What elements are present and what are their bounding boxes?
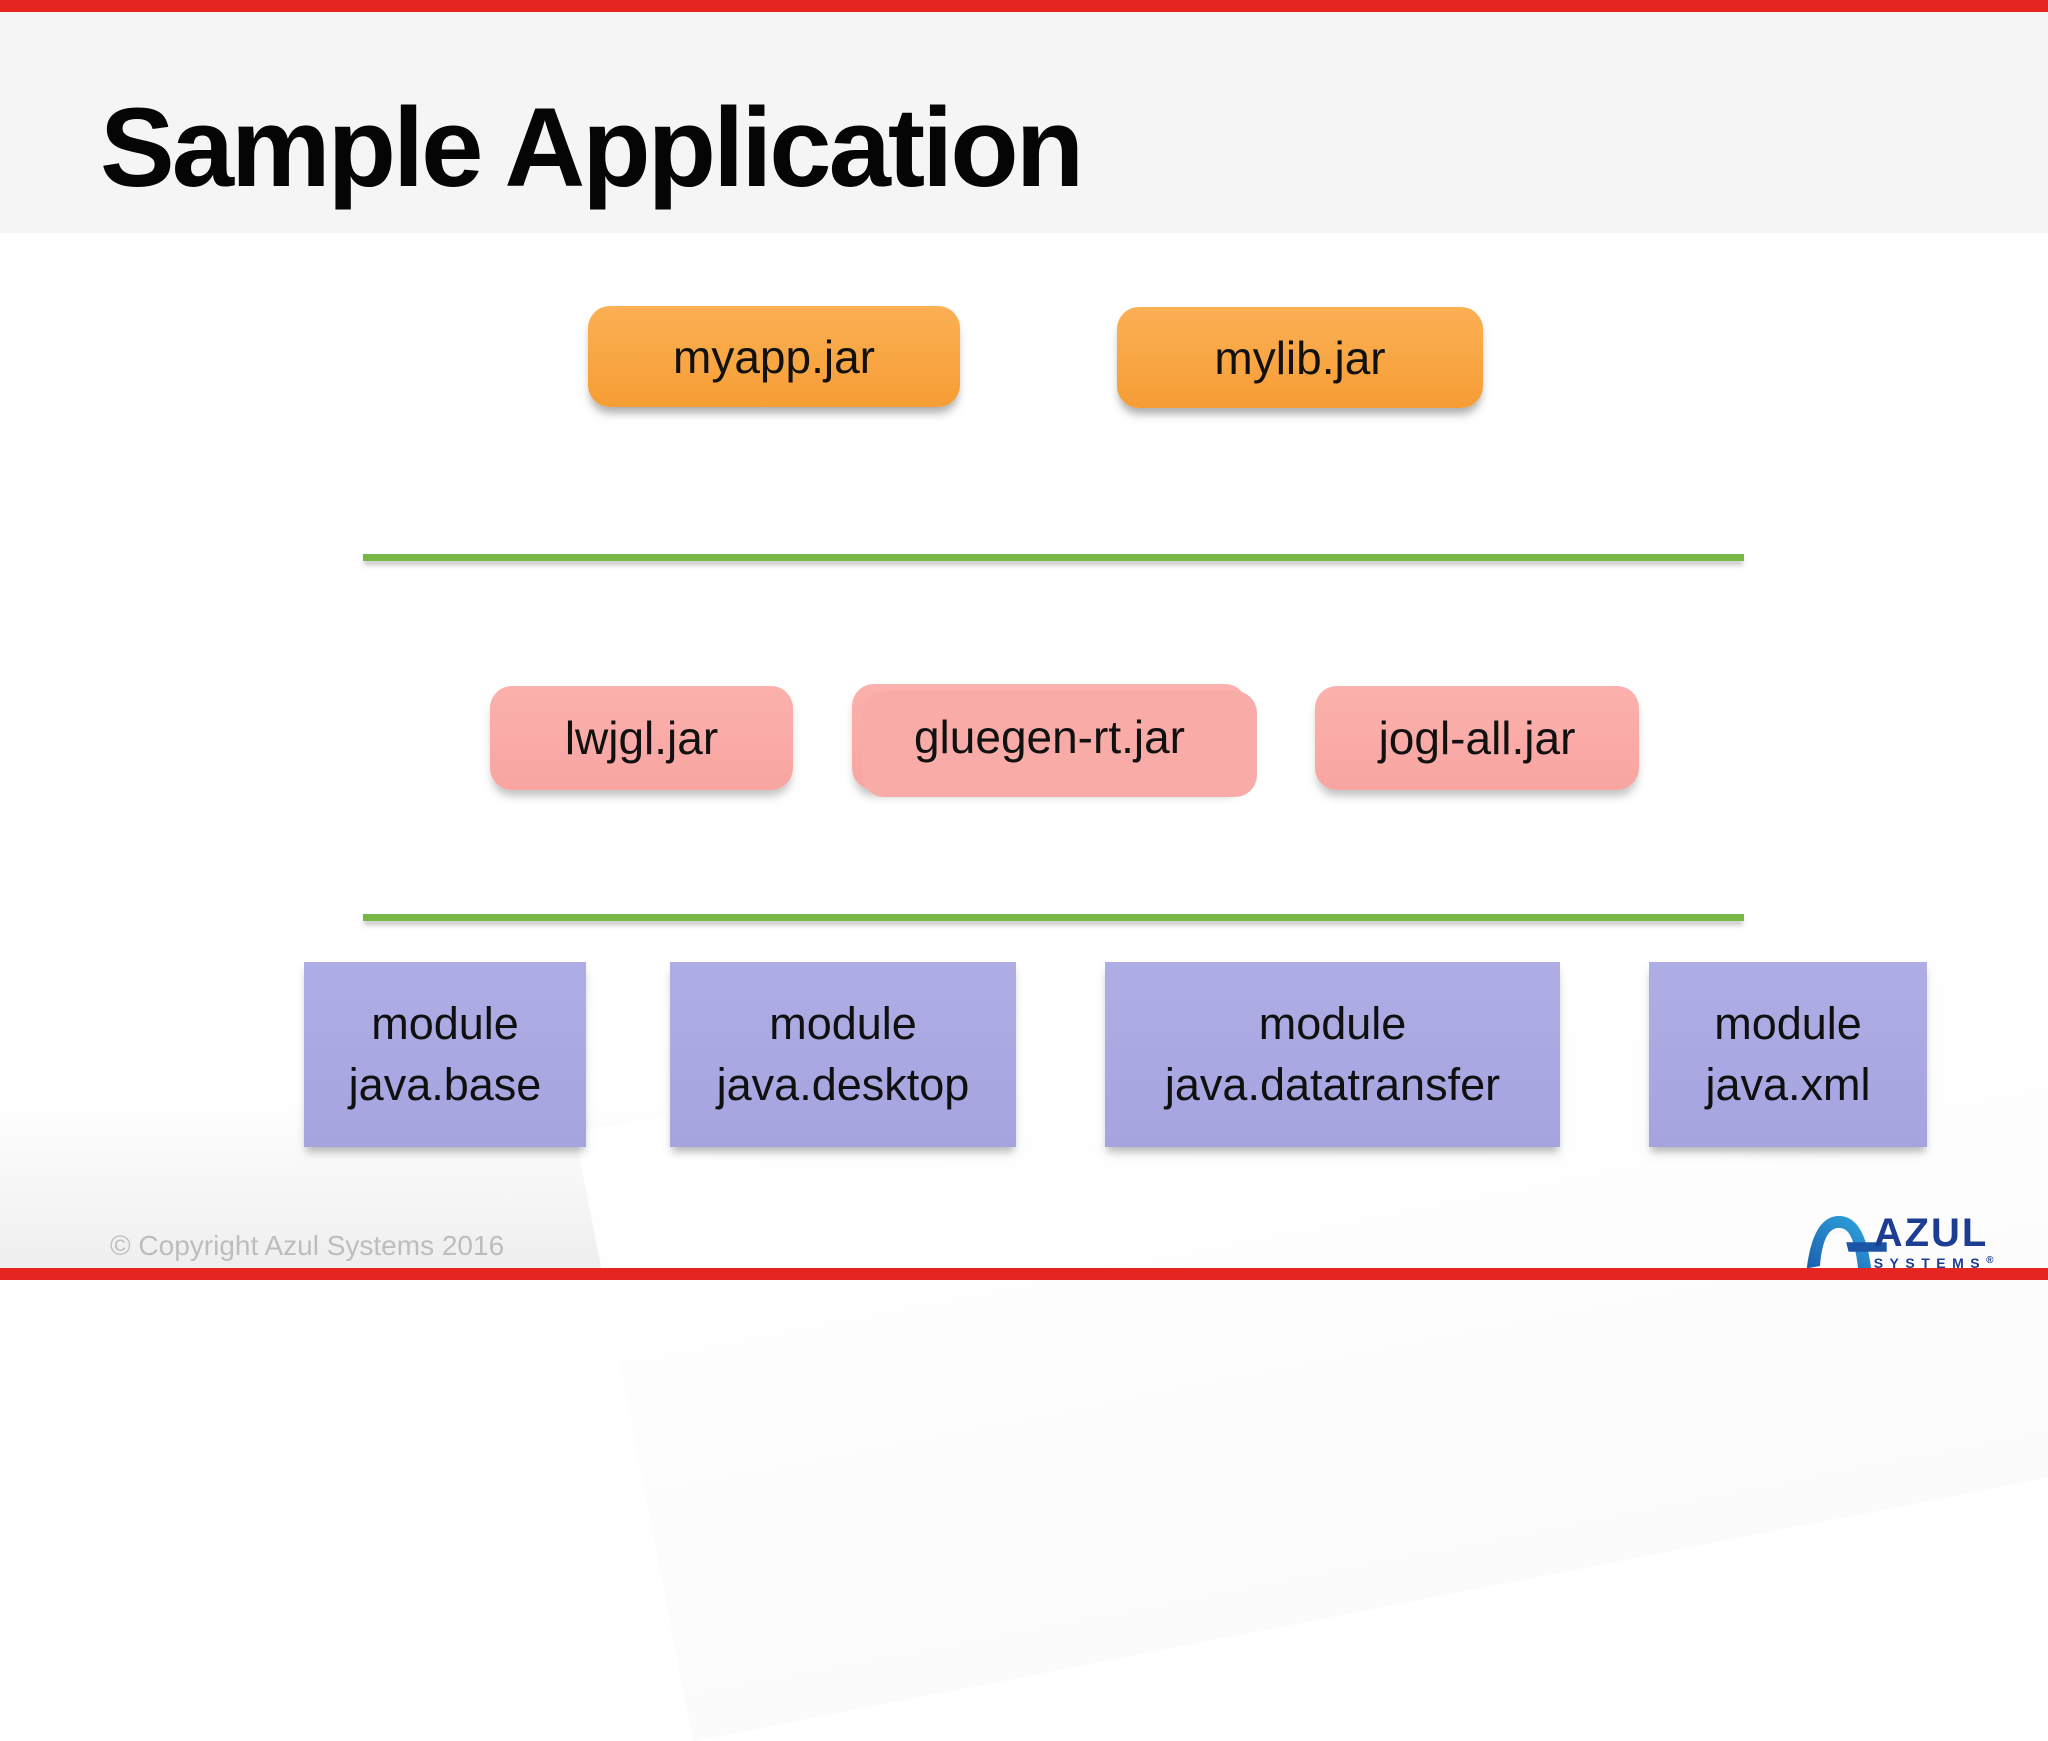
jar-box-jogl-all: jogl-all.jar	[1315, 686, 1639, 790]
logo-wordmark: AZUL SYSTEMS®	[1874, 1213, 2000, 1270]
module-box-java-base: module java.base	[304, 962, 586, 1147]
azul-systems-logo: AZUL SYSTEMS®	[1802, 1210, 2000, 1272]
module-box-java-desktop: module java.desktop	[670, 962, 1016, 1147]
copyright-notice: © Copyright Azul Systems 2016	[110, 1230, 505, 1261]
jar-label: mylib.jar	[1214, 331, 1386, 384]
module-keyword: module	[1258, 997, 1407, 1049]
logo-subtitle: SYSTEMS®	[1873, 1254, 2000, 1271]
jar-label: jogl-all.jar	[1378, 712, 1576, 764]
module-keyword: module	[371, 997, 519, 1049]
module-name: java.desktop	[716, 1058, 970, 1110]
jar-label: lwjgl.jar	[564, 712, 719, 764]
module-box-java-xml: module java.xml	[1649, 962, 1927, 1147]
module-name: java.base	[348, 1058, 542, 1110]
jar-box-lwjgl: lwjgl.jar	[490, 686, 793, 790]
module-keyword: module	[1714, 997, 1862, 1049]
module-keyword: module	[769, 997, 917, 1049]
logo-name: AZUL	[1873, 1210, 1989, 1255]
separator-line-upper	[363, 554, 1744, 561]
azul-arch-icon	[1806, 1215, 1887, 1269]
jar-box-gluegen-rt: gluegen-rt.jar	[852, 684, 1257, 797]
jar-label: gluegen-rt.jar	[913, 711, 1186, 763]
slide-title: Sample Application	[100, 85, 1084, 210]
slide-header: Sample Application	[0, 12, 2048, 233]
jar-label: myapp.jar	[673, 330, 875, 383]
registered-mark: ®	[1986, 1254, 2000, 1266]
module-name: java.xml	[1705, 1058, 1871, 1110]
module-name: java.datatransfer	[1164, 1058, 1501, 1110]
jar-box-myapp: myapp.jar	[588, 306, 960, 407]
separator-line-lower	[363, 914, 1744, 921]
module-box-java-datatransfer: module java.datatransfer	[1105, 962, 1560, 1147]
jar-box-mylib: mylib.jar	[1117, 307, 1483, 408]
top-accent-bar	[0, 0, 2048, 12]
bottom-accent-bar	[0, 1268, 2048, 1280]
